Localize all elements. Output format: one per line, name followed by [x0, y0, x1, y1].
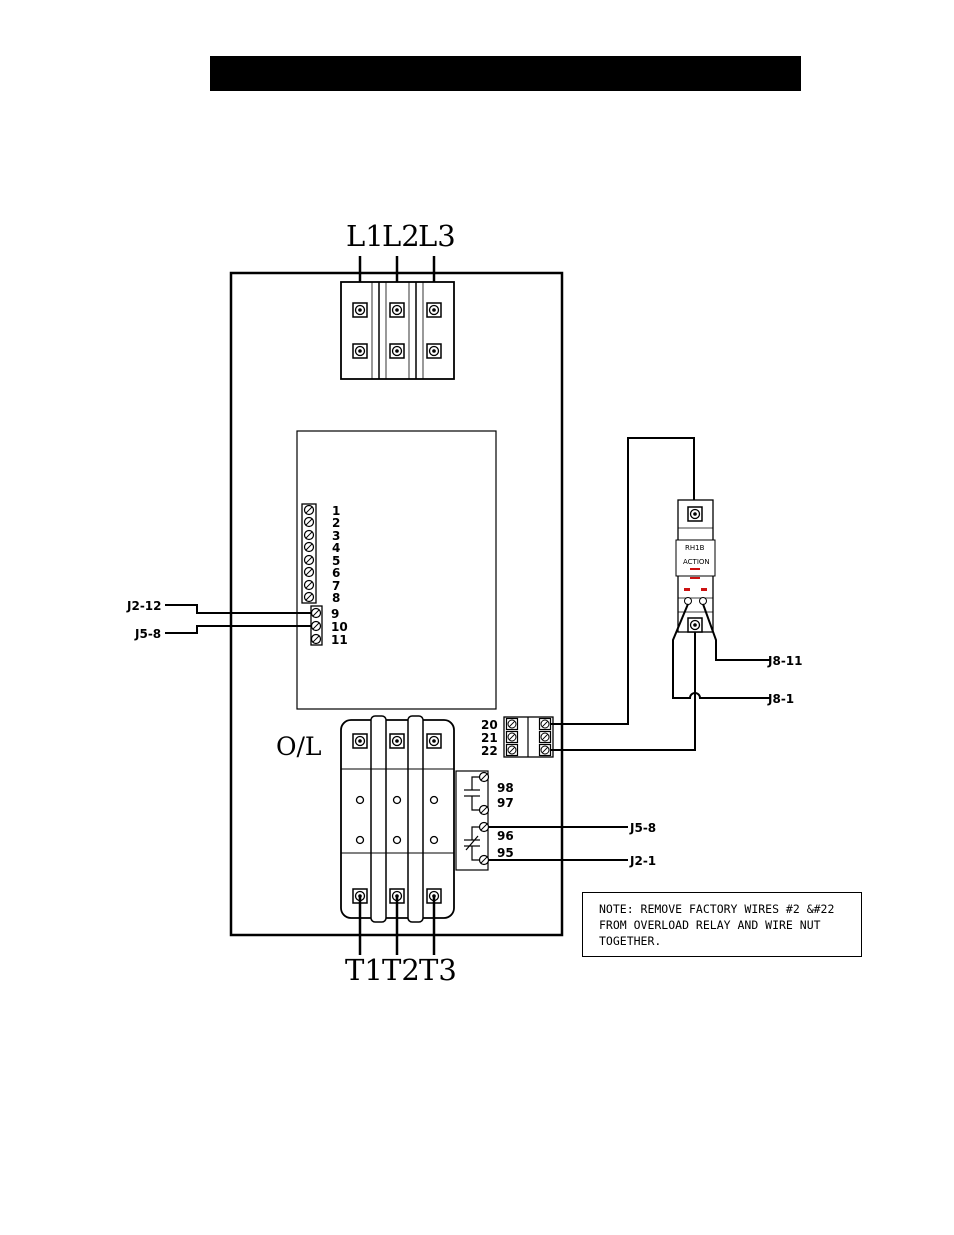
board-terminal-4: 4: [332, 541, 340, 555]
label-l2: L2: [382, 219, 420, 253]
relay-marking-model: RH1B: [685, 544, 705, 552]
wire-label-j5-8-right: J5-8: [629, 821, 656, 835]
board-terminal-9: 9: [331, 607, 339, 621]
label-l3: L3: [418, 219, 456, 253]
contact-95: 95: [497, 846, 514, 860]
overload-contacts: [456, 771, 489, 870]
wire-label-j8-11: J8-11: [767, 654, 803, 668]
wire-label-j2-1: J2-1: [629, 854, 656, 868]
aux-terminal-22: 22: [481, 744, 498, 758]
overload-label: O/L: [276, 732, 322, 761]
aux-terminal-20: 20: [481, 718, 498, 732]
label-t2: T2: [382, 953, 420, 987]
label-t3: T3: [419, 953, 457, 987]
wire-label-j5-8-left: J5-8: [134, 627, 161, 641]
label-l1: L1: [346, 219, 384, 253]
wire-label-j8-1: J8-1: [767, 692, 794, 706]
board-terminal-10: 10: [331, 620, 348, 634]
relay-marking-action: ACTION: [683, 558, 710, 566]
board-terminal-2: 2: [332, 516, 340, 530]
wire-j2-12: [165, 605, 311, 613]
control-board: [297, 431, 496, 709]
contact-97: 97: [497, 796, 514, 810]
note-box: NOTE: REMOVE FACTORY WIRES #2 &#22 FROM …: [582, 892, 862, 957]
overload-relay: [341, 716, 454, 922]
contact-96: 96: [497, 829, 514, 843]
aux-terminal-21: 21: [481, 731, 498, 745]
contact-98: 98: [497, 781, 514, 795]
wire-label-j2-12: J2-12: [126, 599, 162, 613]
board-terminal-8: 8: [332, 591, 340, 605]
aux-terminal-block: [504, 717, 553, 757]
line-terminal-block: [341, 282, 454, 379]
external-relay: [676, 500, 715, 632]
board-terminal-strip: [302, 504, 322, 645]
wire-j5-8-left: [165, 626, 311, 633]
board-terminal-11: 11: [331, 633, 348, 647]
label-t1: T1: [345, 953, 383, 987]
board-terminal-6: 6: [332, 566, 340, 580]
